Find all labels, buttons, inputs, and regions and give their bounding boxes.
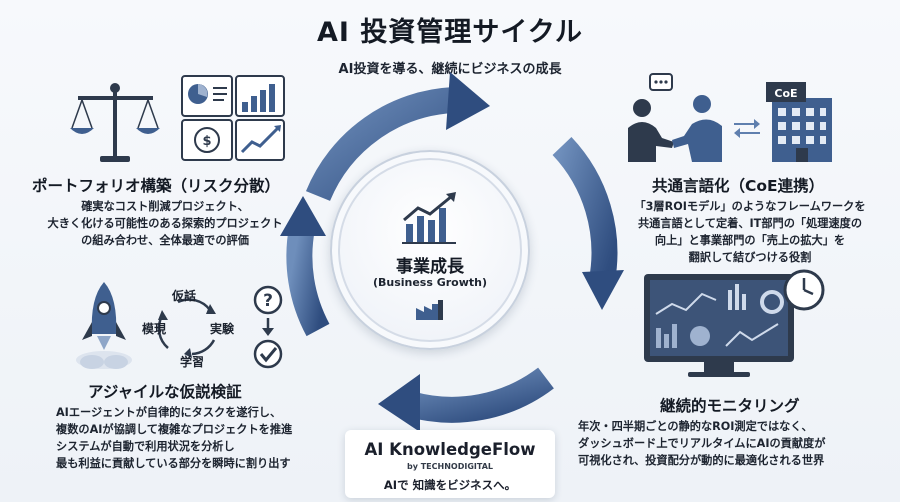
exchange-arrows-icon <box>734 119 760 138</box>
hub-title: 事業成長 <box>396 257 464 277</box>
agile-body: AIエージェントが自律的にタスクを遂行し、 複数のAIが協調して複雑なプロジェク… <box>56 404 292 472</box>
coe-line: 翻訳して結びつける役割 <box>688 251 812 264</box>
arrow-right <box>552 137 618 283</box>
agile-line: システムが自動で利用状況を分析し <box>56 440 235 453</box>
monitoring-line: 年次・四半期ごとの静的なROI測定ではなく、 <box>578 420 813 433</box>
page-subtitle: AI投資を導る、継続にビジネスの成長 <box>338 62 562 77</box>
monitoring-line: ダッシュボード上でリアルタイムにAIの貢献度が <box>578 437 826 450</box>
factory-icon <box>416 300 443 320</box>
hub-subtitle: (Business Growth) <box>372 276 488 289</box>
logo-tagline: AIで 知識をビジネスへ。 <box>383 478 517 492</box>
agile-line: 最も利益に貢献している部分を瞬時に割り出す <box>56 457 291 470</box>
cycle-label-hypothesis: 仮話 <box>172 289 197 303</box>
cycle-label-experiment: 実験 <box>210 322 235 336</box>
agile-title: アジャイルな仮説検証 <box>88 383 242 401</box>
cycle-label-learning: 学習 <box>180 355 205 369</box>
portfolio-line: 大きく化ける可能性のある探索的プロジェクト <box>47 217 283 230</box>
coe-title: 共通言語化（CoE連携） <box>652 177 825 195</box>
portfolio-line: の組み合わせ、全体最適での評価 <box>81 234 249 247</box>
growth-chart-icon <box>402 192 456 244</box>
svg-text:?: ? <box>263 291 273 311</box>
coe-building-label: CoE <box>774 87 797 100</box>
portfolio-title: ポートフォリオ構築（リスク分散） <box>32 177 281 195</box>
page-title: AI 投資管理サイクル <box>317 17 583 48</box>
cycle-label-model: 模現 <box>142 322 167 336</box>
portfolio-dashboard-icon: $ <box>181 75 285 161</box>
handshake-icon <box>628 73 722 162</box>
svg-text:$: $ <box>202 134 211 149</box>
arrowhead-right <box>582 270 624 310</box>
agile-line: AIエージェントが自律的にタスクを遂行し、 <box>56 406 282 419</box>
monitoring-body: 年次・四半期ごとの静的なROI測定ではなく、 ダッシュボード上でリアルタイムにA… <box>578 418 825 469</box>
portfolio-line: 確実なコスト削減プロジェクト、 <box>81 200 249 213</box>
coe-line: 「3層ROIモデル」のようなフレームワークを <box>634 200 866 213</box>
arrowhead-top <box>446 72 490 130</box>
question-check-icon: ? <box>253 285 283 369</box>
arrow-left <box>286 225 330 337</box>
coe-building-icon: CoE <box>766 82 832 162</box>
agile-line: 複数のAIが協調して複雑なプロジェクトを推進 <box>56 423 293 436</box>
arrowhead-bottom <box>378 374 420 432</box>
coe-body: 「3層ROIモデル」のようなフレームワークを 共通言語として定着、IT部門の「処… <box>600 198 900 266</box>
scales-icon <box>70 83 160 162</box>
monitoring-title: 継続的モニタリング <box>660 397 800 415</box>
monitoring-dashboard-icon <box>644 274 794 377</box>
arrowhead-left <box>280 196 326 236</box>
logo-card <box>345 430 555 498</box>
clock-icon <box>783 269 825 311</box>
portfolio-body: 確実なコスト削減プロジェクト、 大きく化ける可能性のある探索的プロジェクト の組… <box>0 198 330 249</box>
coe-line: 共通言語として定着、IT部門の「処理速度の <box>637 217 863 230</box>
arrow-top <box>305 87 455 202</box>
logo-byline: by TECHNODIGITAL <box>407 462 493 471</box>
agile-cycle-arrows <box>157 298 216 358</box>
monitoring-line: 可視化され、投資配分が動的に最適化される世界 <box>578 454 825 467</box>
coe-line: 向上」と事業部門の「売上の拡大」を <box>654 234 846 247</box>
logo-name: AI KnowledgeFlow <box>364 440 536 459</box>
rocket-icon <box>76 282 132 369</box>
arrow-bottom <box>406 367 554 423</box>
